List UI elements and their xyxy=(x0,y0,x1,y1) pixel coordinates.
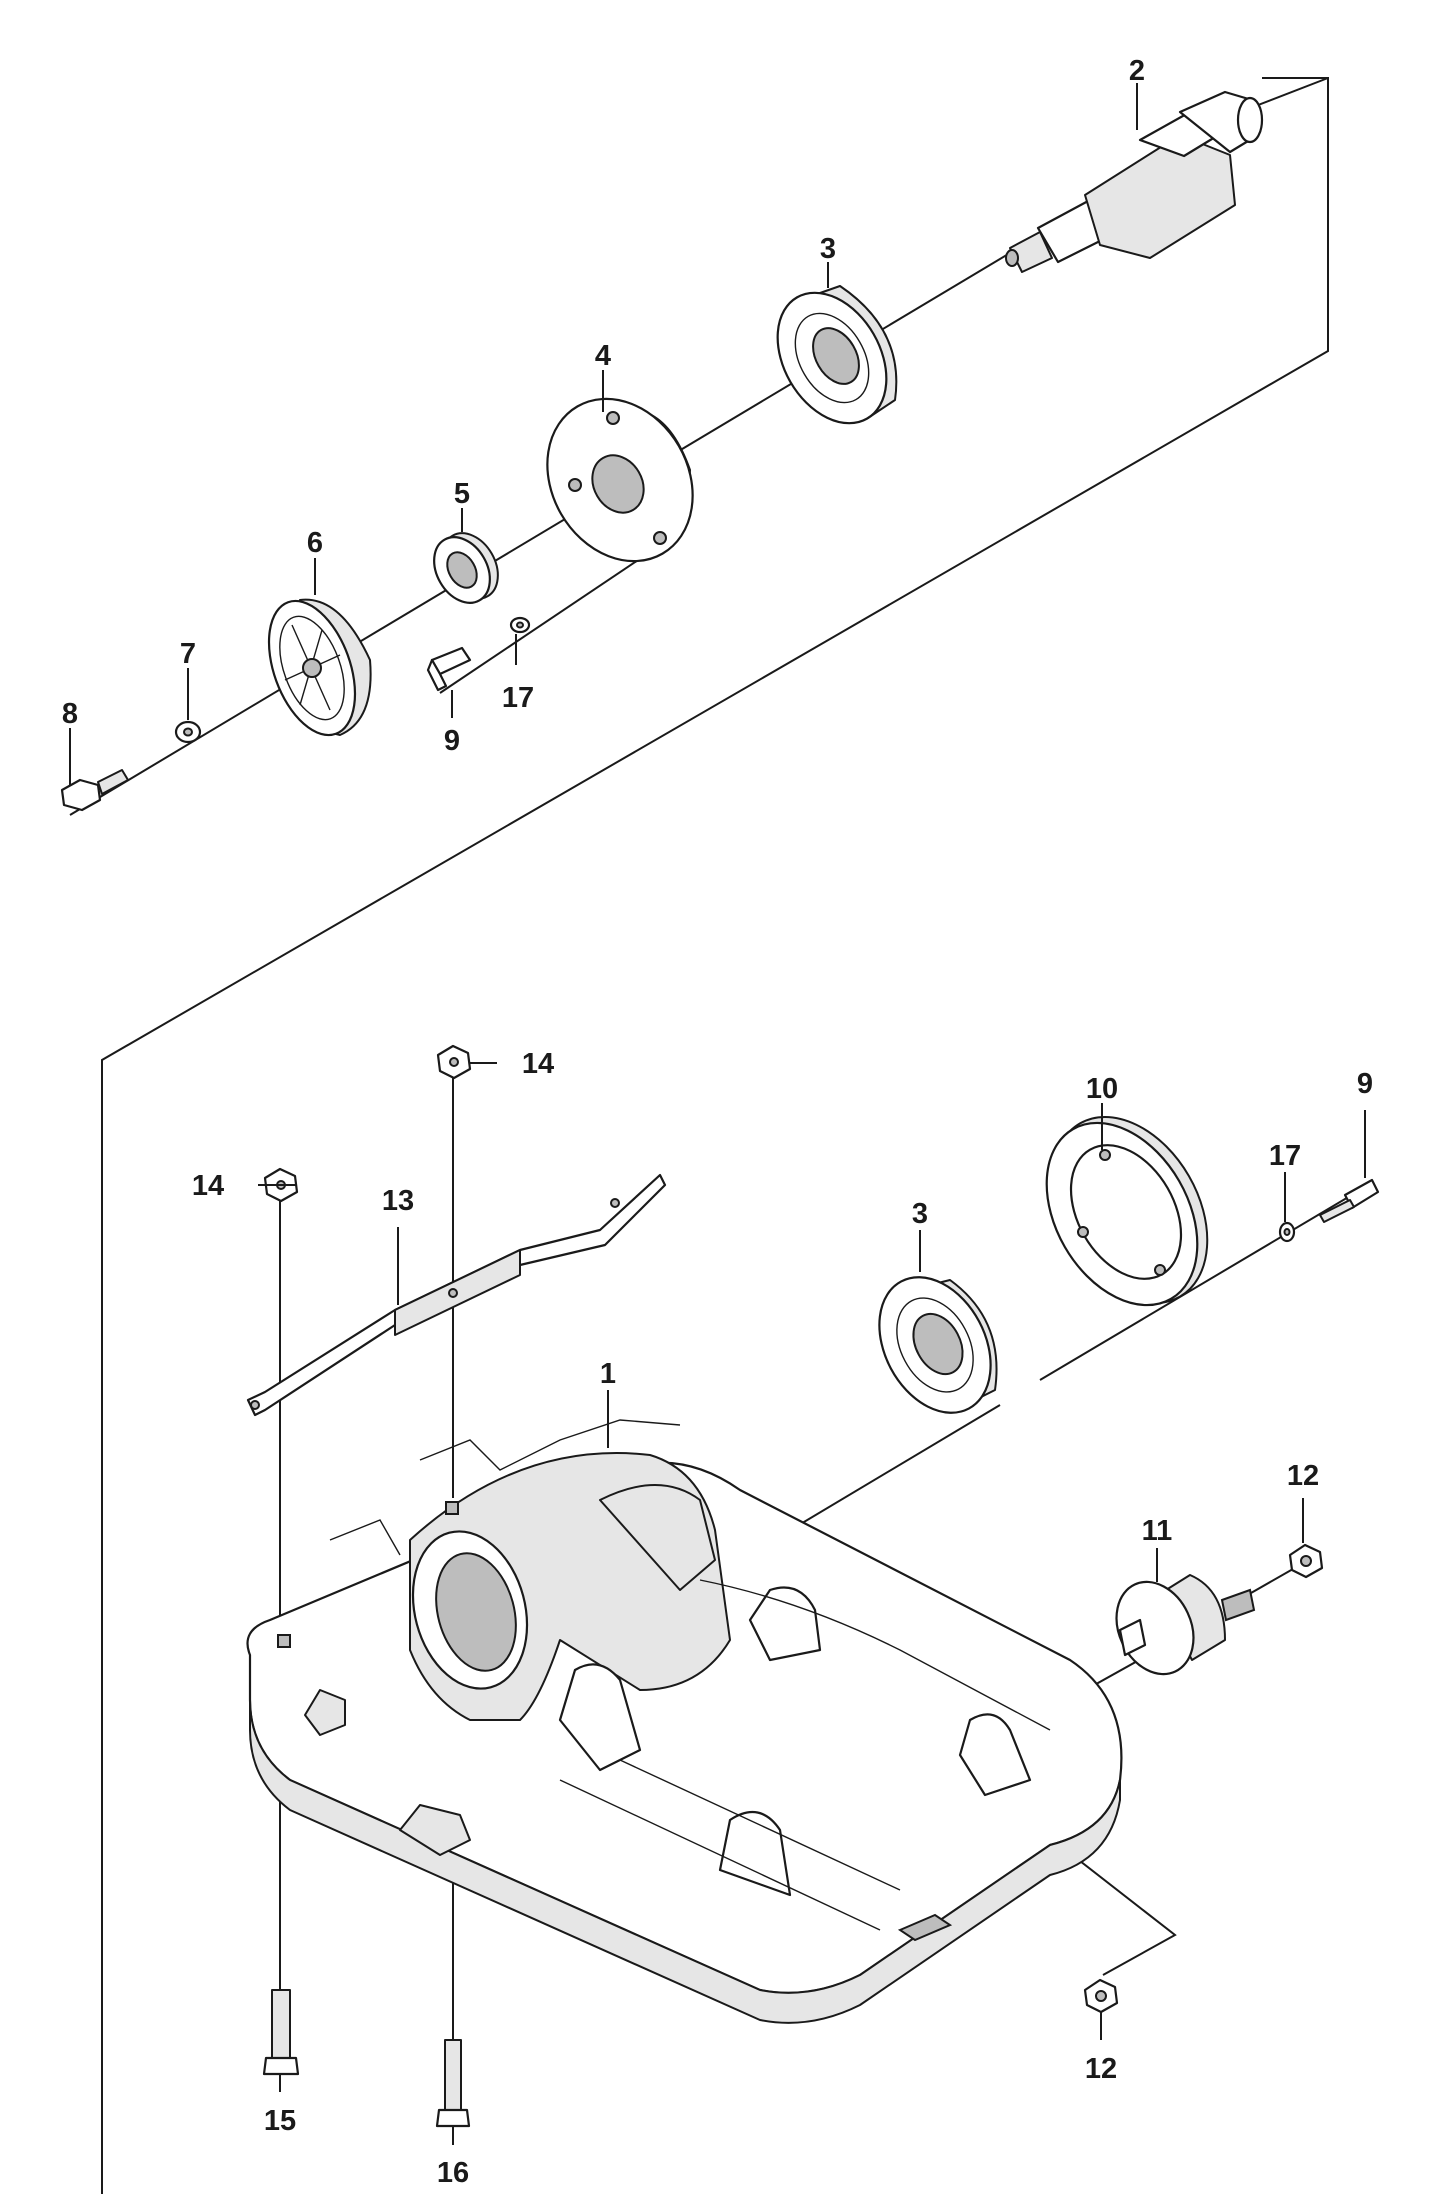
part-15-bolt xyxy=(262,1989,300,2076)
part-2-shaft xyxy=(1005,90,1264,273)
part-12-nut-lower xyxy=(1083,1978,1119,2014)
callout-12-lower: 12 xyxy=(1085,2053,1117,2085)
part-1-base-plate xyxy=(246,1419,1123,2024)
part-11-rubber-mount xyxy=(1115,1574,1256,1676)
callout-1: 1 xyxy=(600,1358,616,1390)
callout-14-top: 14 xyxy=(522,1048,554,1080)
upper-leader-lines xyxy=(69,83,1138,786)
part-9-screw-lower xyxy=(1319,1178,1380,1223)
callout-17-upper: 17 xyxy=(502,682,534,714)
callout-3-upper: 3 xyxy=(820,233,836,265)
callout-7: 7 xyxy=(180,638,196,670)
assembly-frame xyxy=(101,77,1329,2194)
part-9-screw-upper xyxy=(426,646,472,692)
part-17-washer-lower xyxy=(1278,1221,1296,1243)
part-16-bolt xyxy=(435,2039,471,2128)
part-8-bolt xyxy=(60,769,129,812)
lower-leader-lines xyxy=(258,1062,1366,2145)
callout-15: 15 xyxy=(264,2105,296,2137)
part-3-bearing-lower xyxy=(878,1276,998,1414)
callout-11: 11 xyxy=(1142,1515,1173,1547)
callout-9-upper: 9 xyxy=(444,725,460,757)
callout-2: 2 xyxy=(1129,55,1145,87)
part-3-bearing-upper xyxy=(776,285,898,425)
part-7-washer xyxy=(174,720,202,744)
callout-4: 4 xyxy=(595,340,611,372)
part-14-nut-top xyxy=(436,1044,472,1080)
part-4-cover-plate xyxy=(546,397,694,563)
callout-16: 16 xyxy=(437,2157,469,2189)
part-6-pulley xyxy=(267,598,372,737)
callout-17-lower: 17 xyxy=(1269,1140,1301,1172)
part-12-nut-upper xyxy=(1288,1543,1324,1579)
callout-14-left: 14 xyxy=(192,1170,224,1202)
part-13-strap xyxy=(246,1173,667,1417)
part-5-seal xyxy=(433,532,499,604)
callout-9-lower: 9 xyxy=(1357,1068,1373,1100)
callout-8: 8 xyxy=(62,698,78,730)
callout-labels: 2 3 4 5 6 7 8 9 17 14 14 13 1 3 10 17 9 … xyxy=(62,55,1373,2189)
callout-6: 6 xyxy=(307,527,323,559)
part-10-retaining-plate xyxy=(1045,1115,1209,1307)
callout-5: 5 xyxy=(454,478,470,510)
callout-10: 10 xyxy=(1086,1073,1118,1105)
callout-3-lower: 3 xyxy=(912,1198,928,1230)
callout-12-upper: 12 xyxy=(1287,1460,1319,1492)
part-17-washer-upper xyxy=(509,616,531,634)
callout-13: 13 xyxy=(382,1185,414,1217)
